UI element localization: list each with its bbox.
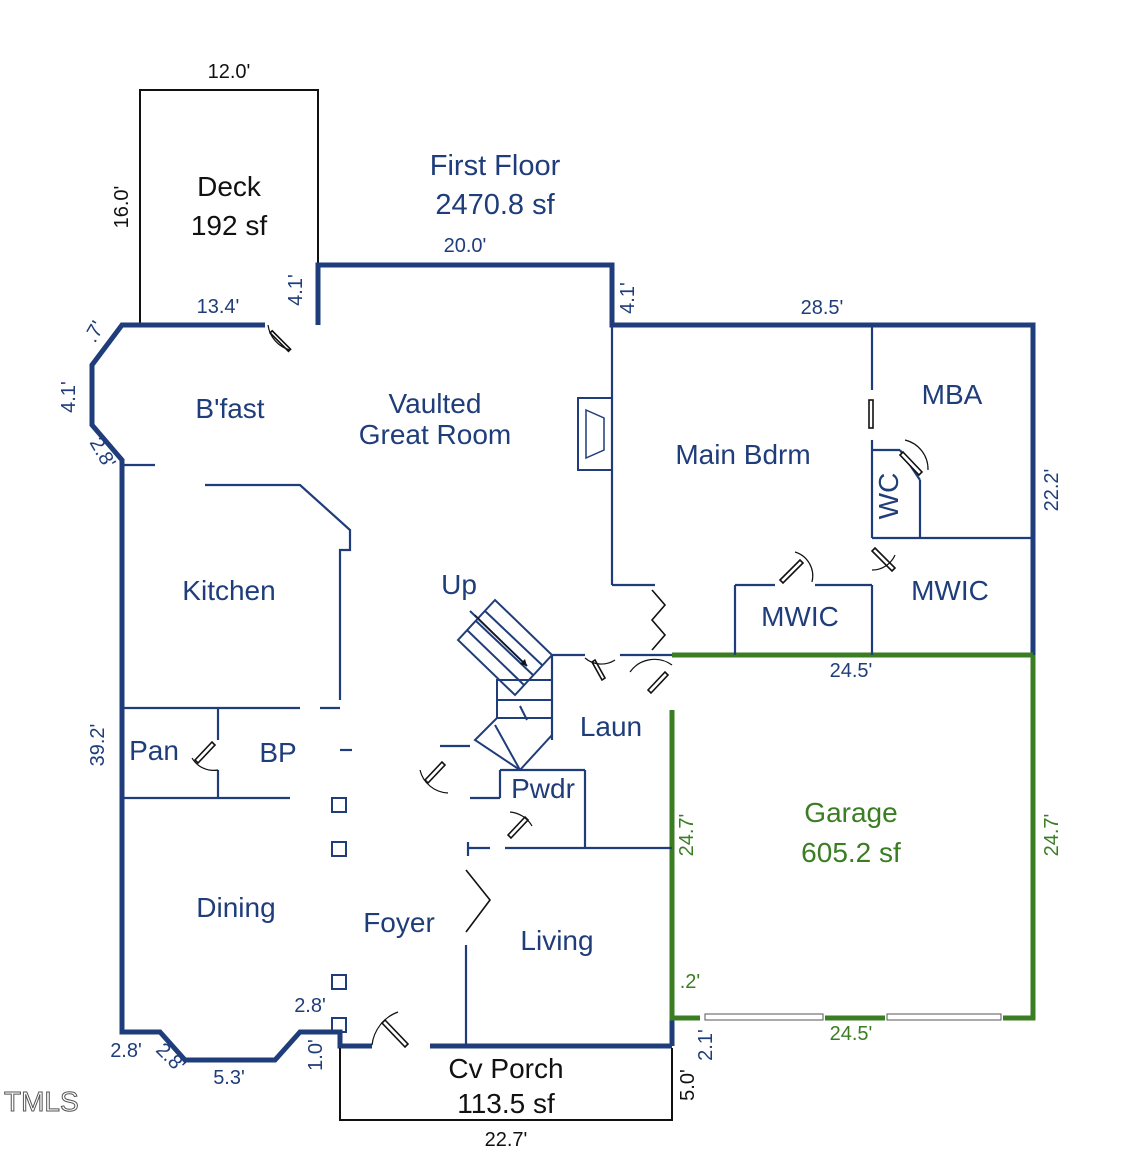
deck-depth-dim: 16.0' (111, 186, 133, 229)
porch-outline (339, 1048, 673, 1121)
pwdr-label: Pwdr (511, 773, 575, 804)
exterior-wall-main (315, 262, 1036, 655)
dim-top-center: 20.0' (444, 235, 487, 257)
dim-top-right: 28.5' (801, 297, 844, 319)
doors (191, 324, 929, 1049)
garage-label: Garage (804, 797, 897, 828)
tmls-watermark: TMLS (4, 1086, 79, 1117)
porch-area: 113.5 sf (457, 1088, 555, 1119)
staircase (456, 598, 554, 772)
dim-front-2-8-top: 2.8' (294, 995, 326, 1017)
dim-front-1-0: 1.0' (305, 1039, 327, 1071)
dim-deck-bottom: 13.4' (197, 296, 240, 318)
dim-garage-small: .2' (680, 971, 701, 993)
dim-bay-bottom: 2.8' (85, 434, 120, 472)
wc-label: WC (873, 473, 904, 520)
garage-door-right (886, 1013, 1002, 1021)
great-room-label-1: Vaulted (389, 388, 482, 419)
garage-door-left (704, 1013, 824, 1021)
deck-outline (139, 89, 319, 325)
deck-area: 192 sf (191, 210, 267, 241)
dim-laun-bottom: 24.5' (830, 660, 873, 682)
interior-walls (122, 325, 1033, 1046)
bfast-label: B'fast (195, 393, 264, 424)
porch-width-dim: 22.7' (485, 1129, 528, 1151)
dim-front-5-3: 5.3' (213, 1067, 245, 1089)
dim-garage-left: 24.7' (676, 814, 698, 857)
mba-label: MBA (922, 379, 983, 410)
dim-front-2-8-diag: 2.8' (151, 1039, 189, 1077)
pan-label: Pan (129, 735, 179, 766)
bp-label: BP (259, 737, 296, 768)
garage-walls (669, 652, 1036, 1021)
deck-width-dim: 12.0' (208, 61, 251, 83)
deck-label: Deck (197, 171, 262, 202)
living-label: Living (520, 925, 593, 956)
dim-right-side: 22.2' (1041, 469, 1063, 512)
dim-right-step: 4.1' (617, 282, 639, 314)
dim-garage-2-1: 2.1' (695, 1029, 717, 1061)
mwic-right-label: MWIC (911, 575, 989, 606)
dim-bay-side: 4.1' (58, 381, 80, 413)
dim-bay-top: .7' (80, 318, 109, 347)
dim-front-2-8-left: 2.8' (110, 1040, 142, 1062)
floor-area: 2470.8 sf (435, 189, 555, 221)
kitchen-label: Kitchen (182, 575, 275, 606)
foyer-label: Foyer (363, 907, 435, 938)
garage-area: 605.2 sf (801, 837, 901, 868)
dim-left-step: 4.1' (285, 274, 307, 306)
dining-label: Dining (196, 892, 275, 923)
great-room-label-2: Great Room (359, 419, 512, 450)
porch-label: Cv Porch (448, 1053, 563, 1084)
exterior-wall-left (89, 322, 372, 1063)
dim-garage-bottom: 24.5' (830, 1023, 873, 1045)
porch-depth-dim: 5.0' (677, 1069, 699, 1101)
floor-title: First Floor (430, 150, 561, 182)
mwic-left-label: MWIC (761, 601, 839, 632)
dim-left-side: 39.2' (87, 724, 109, 767)
laun-label: Laun (580, 711, 642, 742)
dim-garage-right: 24.7' (1041, 814, 1063, 857)
main-bdrm-label: Main Bdrm (675, 439, 810, 470)
up-label: Up (441, 569, 477, 600)
